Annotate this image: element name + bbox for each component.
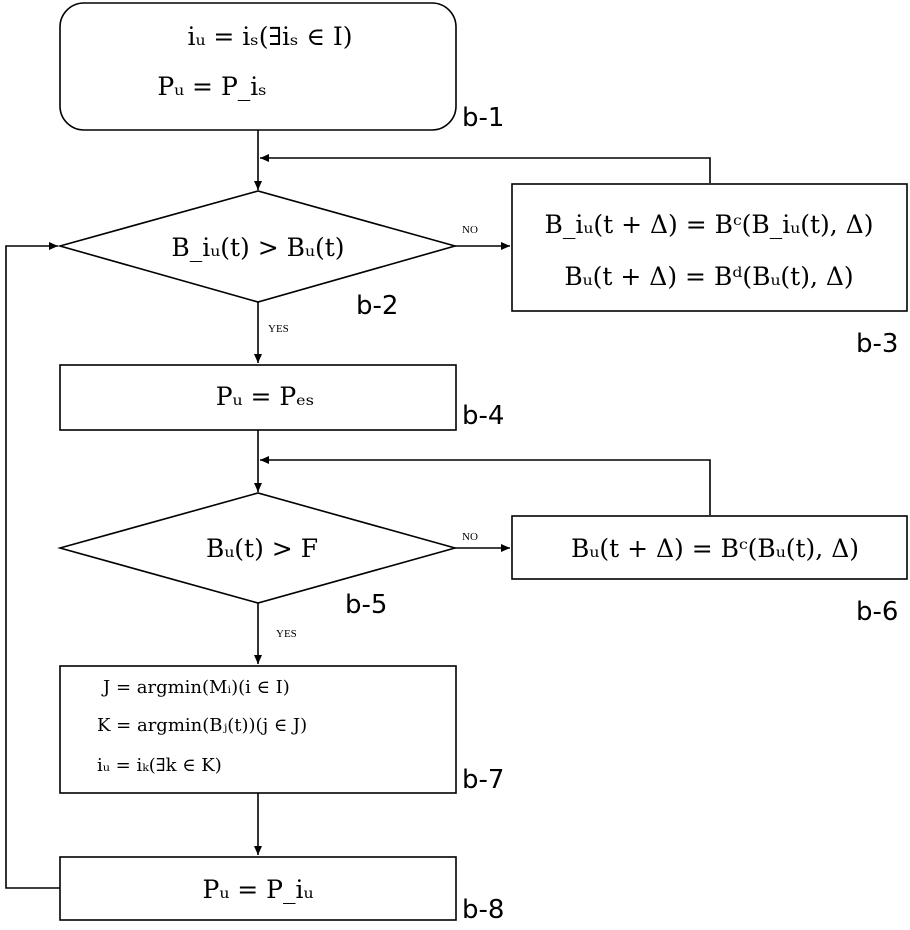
b1-line-1: iᵤ = iₛ(∃iₛ ∈ I) [188,22,353,51]
b2-yes-label: YES [268,323,289,335]
node-b1: iᵤ = iₛ(∃iₛ ∈ I) Pᵤ = P_iₛ b-1 [59,2,504,133]
b5-tag: b-5 [345,590,387,620]
b3-line-1: B_iᵤ(t + Δ) = Bᶜ(B_iᵤ(t), Δ) [544,210,873,239]
process-box [59,364,457,431]
process-box [59,856,457,921]
connectors [5,130,711,889]
b2-tag: b-2 [356,291,398,321]
process-box [59,665,457,794]
node-b6: Bᵤ(t + Δ) = Bᶜ(Bᵤ(t), Δ) b-6 [511,515,908,627]
b7-line-2: K = argmin(Bⱼ(t))(j ∈ J) [97,715,307,736]
b2-no-label: NO [462,224,478,236]
process-box [511,515,908,580]
start-box [59,2,457,131]
process-box [511,183,908,312]
b8-tag: b-8 [462,895,504,925]
edge-b3-loop [260,154,711,183]
b3-line-2: Bᵤ(t + Δ) = Bᵈ(Bᵤ(t), Δ) [564,262,853,291]
b4-tag: b-4 [462,401,504,431]
decision-diamond [57,492,458,604]
b7-line-3: iᵤ = iₖ(∃k ∈ K) [97,755,222,776]
node-b5: Bᵤ(t) > F b-5 [57,492,458,620]
b4-line-1: Pᵤ = Pₑₛ [216,382,315,411]
b6-line-1: Bᵤ(t + Δ) = Bᶜ(Bᵤ(t), Δ) [571,534,859,563]
edge-b6-loop [260,456,711,515]
b1-line-2: Pᵤ = P_iₛ [157,72,266,101]
node-b7: J = argmin(Mᵢ)(i ∈ I) K = argmin(Bⱼ(t))(… [59,665,504,795]
b7-line-1: J = argmin(Mᵢ)(i ∈ I) [101,677,290,698]
node-b3: B_iᵤ(t + Δ) = Bᶜ(B_iᵤ(t), Δ) Bᵤ(t + Δ) =… [511,183,908,359]
node-b8: Pᵤ = P_iᵤ b-8 [59,856,504,925]
decision-diamond [57,190,458,303]
b3-tag: b-3 [856,329,898,359]
b1-tag: b-1 [462,103,504,133]
b2-line-1: B_iᵤ(t) > Bᵤ(t) [171,233,344,262]
b5-no-label: NO [462,531,478,543]
b6-tag: b-6 [856,597,898,627]
b7-tag: b-7 [462,765,504,795]
edge-b8-loop [5,242,60,889]
node-b4: Pᵤ = Pₑₛ b-4 [59,364,504,431]
b5-line-1: Bᵤ(t) > F [206,534,318,563]
b8-line-1: Pᵤ = P_iᵤ [203,875,314,904]
node-b2: B_iᵤ(t) > Bᵤ(t) b-2 [57,190,458,321]
b5-yes-label: YES [276,628,297,640]
